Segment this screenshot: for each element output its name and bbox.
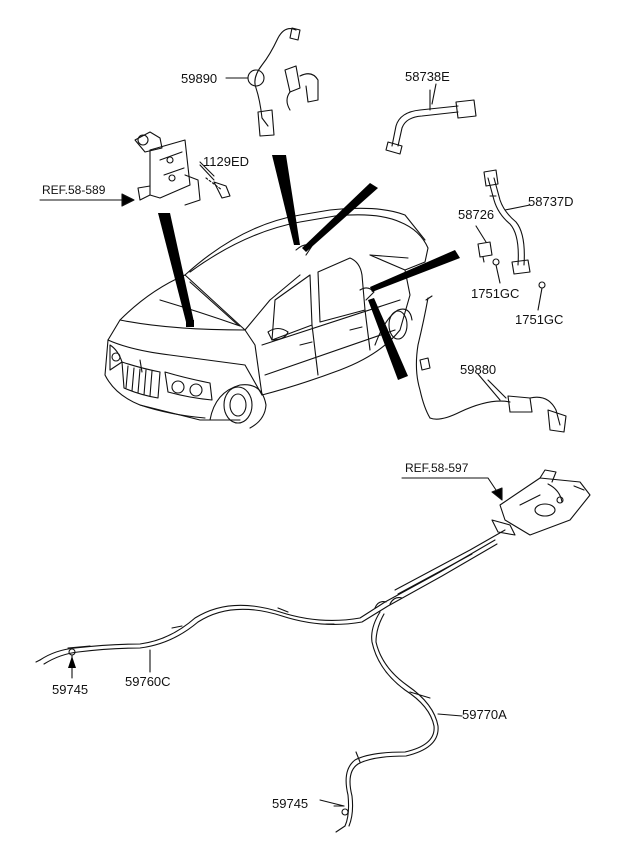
part-label-58738E: 58738E (405, 69, 450, 84)
part-label-59745-b: 59745 (272, 796, 309, 811)
parking-cable-59760C[interactable] (35, 539, 498, 665)
brake-hose-58738E[interactable] (385, 89, 477, 155)
part-label-1751GC-b: 1751GC (515, 312, 564, 327)
ref-arrow-58-589 (39, 193, 135, 207)
wheel-speed-sensor-59880[interactable] (415, 295, 567, 433)
ref-label-58-589: REF.58-589 (42, 183, 106, 197)
bracket-assembly-1129ED[interactable] (134, 131, 231, 206)
part-label-59760C: 59760C (125, 674, 171, 689)
fittings-58726-1751GC[interactable] (475, 225, 546, 311)
arrow-head (68, 656, 76, 668)
ref-label-58-597: REF.58-597 (405, 461, 469, 475)
leader-lines (71, 77, 501, 807)
part-label-59890: 59890 (181, 71, 218, 86)
wheel-speed-sensor-59890[interactable] (237, 27, 319, 137)
parking-cable-59770A[interactable] (335, 529, 506, 833)
part-label-1129ED: 1129ED (203, 154, 250, 169)
part-label-1751GC-a: 1751GC (471, 286, 520, 301)
brake-pipe-58737D[interactable] (483, 169, 531, 275)
part-label-58737D: 58737D (528, 194, 574, 209)
part-label-59770A: 59770A (462, 707, 507, 722)
part-label-59880: 59880 (460, 362, 497, 377)
parking-brake-lever[interactable] (491, 469, 591, 536)
part-label-59745-a: 59745 (52, 682, 89, 697)
leader-wedges (158, 155, 460, 380)
part-label-58726: 58726 (458, 207, 495, 222)
ref-arrow-58-597 (401, 477, 503, 501)
